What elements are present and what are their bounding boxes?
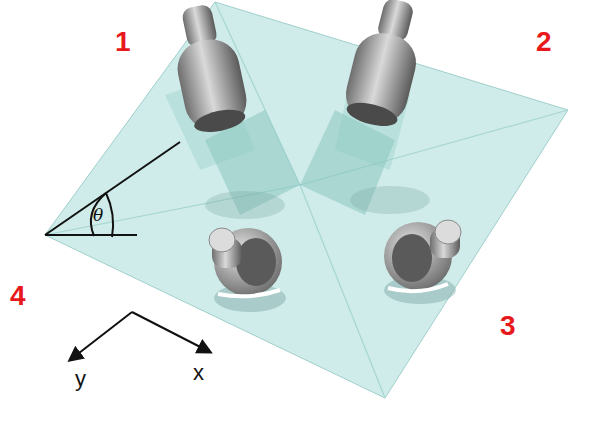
axis-label: x: [193, 362, 204, 384]
callout-number: 4: [10, 282, 26, 310]
callout-number: 1: [115, 28, 131, 56]
callout-number: 3: [500, 312, 516, 340]
axis-label: y: [75, 368, 86, 390]
angle-label: θ: [93, 207, 103, 224]
callout-number: 2: [536, 28, 552, 56]
